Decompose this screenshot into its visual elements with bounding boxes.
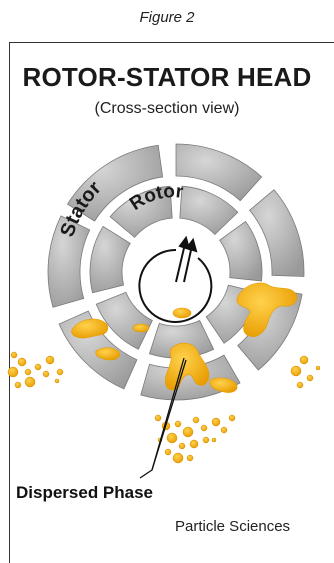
- figure-caption: Figure 2: [139, 9, 195, 26]
- diagram-subtitle: (Cross-section view): [94, 100, 240, 117]
- credit-text: Particle Sciences: [175, 518, 291, 535]
- droplet: [34, 363, 42, 371]
- droplet: [164, 448, 172, 456]
- droplet: [306, 374, 314, 382]
- droplet: [42, 370, 50, 378]
- blob-bottom-center: [165, 342, 210, 391]
- droplet: [10, 351, 18, 359]
- droplet: [166, 432, 178, 444]
- dispersed-phase-blobs: [71, 282, 298, 393]
- rotor-stator-diagram: Stator Rotor: [7, 143, 321, 479]
- droplet: [7, 366, 19, 378]
- droplet: [24, 368, 32, 376]
- droplet: [178, 442, 186, 450]
- leader-lines: [139, 357, 187, 479]
- droplet: [45, 355, 55, 365]
- droplet: [24, 376, 36, 388]
- droplet: [54, 378, 60, 384]
- droplet: [56, 368, 64, 376]
- stator-segment: [47, 215, 91, 308]
- droplet: [315, 365, 321, 371]
- droplet: [211, 417, 221, 427]
- rotor-segment: [219, 220, 263, 282]
- droplet: [17, 357, 27, 367]
- stator-segment: [66, 144, 164, 222]
- droplet: [192, 416, 200, 424]
- droplet: [220, 426, 228, 434]
- droplet: [172, 452, 184, 464]
- droplet: [186, 454, 194, 462]
- rotor-segment: [179, 185, 239, 236]
- stator-segment: [248, 189, 305, 277]
- blob-left: [71, 318, 109, 339]
- rotor-segment: [89, 225, 131, 294]
- droplet: [154, 414, 162, 422]
- rotor-ring: [89, 185, 263, 359]
- figure-frame: [9, 42, 334, 563]
- blob-center: [172, 307, 192, 319]
- droplet: [174, 420, 182, 428]
- droplet: [200, 424, 208, 432]
- stator-segment: [175, 143, 263, 202]
- droplet: [296, 381, 304, 389]
- blob-right: [236, 282, 298, 337]
- droplets: [7, 351, 321, 464]
- droplet: [299, 355, 309, 365]
- rotor-segment: [95, 291, 153, 350]
- diagram-title: ROTOR-STATOR HEAD: [22, 62, 312, 92]
- droplet: [290, 365, 302, 377]
- blob-left-2: [95, 347, 120, 361]
- rotation-arrow-icon: [138, 235, 213, 323]
- droplet: [202, 436, 210, 444]
- blob-upper-left: [132, 323, 150, 333]
- droplet: [182, 426, 194, 438]
- droplet: [189, 439, 199, 449]
- rotor-segment: [109, 185, 173, 238]
- dispersed-phase-label: Dispersed Phase: [16, 483, 154, 502]
- blob-bottom-right: [209, 377, 238, 393]
- droplet: [14, 381, 22, 389]
- droplet: [211, 437, 217, 443]
- droplet: [228, 414, 236, 422]
